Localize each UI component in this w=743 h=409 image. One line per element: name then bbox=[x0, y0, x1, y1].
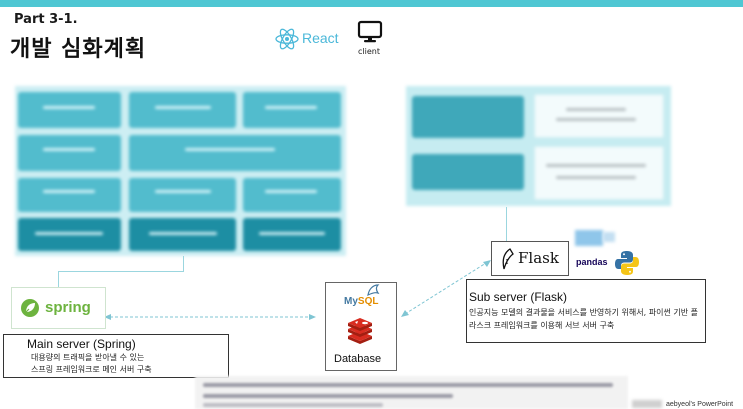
monitor-icon bbox=[357, 20, 383, 43]
blurred-note bbox=[195, 376, 628, 409]
connector-line bbox=[506, 207, 507, 241]
database-label: Database bbox=[334, 353, 382, 365]
flask-logo-text: Flask bbox=[518, 249, 559, 267]
client-label: client bbox=[358, 47, 380, 56]
main-server-box bbox=[3, 334, 229, 378]
sub-architecture-diagram-blurred bbox=[406, 86, 671, 206]
top-accent-bar bbox=[0, 0, 743, 7]
blurred-logo bbox=[603, 232, 615, 242]
mysql-logo-text: MySQL bbox=[344, 296, 379, 307]
main-server-title: Main server (Spring) bbox=[27, 337, 136, 351]
blurred-logo bbox=[575, 230, 603, 246]
pandas-logo-text: pandas bbox=[576, 257, 608, 267]
redis-icon bbox=[348, 318, 372, 344]
connector-line bbox=[58, 271, 183, 272]
spring-leaf-icon bbox=[21, 299, 39, 317]
flask-horn-icon bbox=[502, 248, 514, 270]
db-flask-arrow bbox=[401, 260, 491, 317]
sub-server-title: Sub server (Flask) bbox=[469, 290, 568, 304]
blurred-mark bbox=[632, 400, 662, 408]
connector-line bbox=[58, 271, 59, 289]
python-logo-icon bbox=[615, 251, 639, 275]
sub-server-box bbox=[466, 279, 706, 343]
part-label: Part 3-1. bbox=[14, 12, 78, 27]
footer-credit: aebyeol's PowerPoint bbox=[666, 401, 734, 408]
mysql-dolphin-icon bbox=[367, 284, 380, 297]
architecture-diagram-blurred bbox=[15, 86, 346, 256]
flask-logo-box bbox=[491, 241, 569, 276]
spring-logo-text: spring bbox=[45, 299, 91, 316]
slide-title: 개발 심화계획 bbox=[10, 37, 147, 62]
spring-logo-box: spring bbox=[11, 287, 106, 329]
sub-server-description: 인공지능 모델의 결과물을 서비스를 반영하기 위해서, 파이썬 기반 플라스크… bbox=[469, 308, 698, 330]
spring-db-arrow bbox=[104, 314, 316, 320]
react-label: React bbox=[302, 30, 339, 46]
react-logo-icon bbox=[275, 28, 299, 50]
main-server-description: 대용량의 트래픽을 받아낼 수 있는 스프링 프레임워크로 메인 서버 구축 bbox=[31, 353, 152, 374]
connector-line bbox=[183, 256, 184, 272]
